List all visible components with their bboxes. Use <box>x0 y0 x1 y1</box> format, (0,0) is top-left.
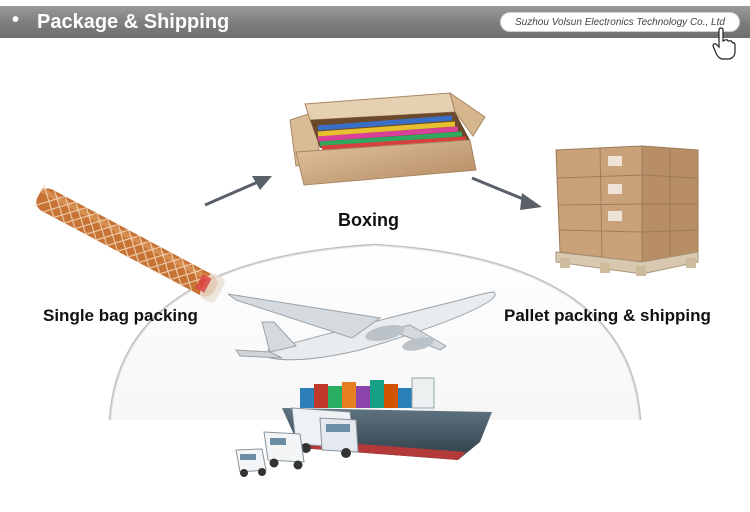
carton-box-image <box>289 91 486 186</box>
airplane-image <box>227 291 496 361</box>
header-title: Package & Shipping <box>37 11 230 33</box>
braided-sleeve-image <box>32 184 225 303</box>
pallet-boxes-image <box>555 145 699 276</box>
label-pallet-packing-shipping: Pallet packing & shipping <box>504 306 711 325</box>
delivery-trucks-image <box>235 407 359 477</box>
label-boxing: Boxing <box>338 210 399 230</box>
header-bullet: • <box>12 9 20 31</box>
arrow-icon <box>204 176 272 207</box>
company-name-link[interactable]: Suzhou Volsun Electronics Technology Co.… <box>500 12 740 32</box>
hand-pointer-icon <box>712 27 736 60</box>
arrow-icon <box>471 176 542 210</box>
label-single-bag-packing: Single bag packing <box>43 306 198 325</box>
